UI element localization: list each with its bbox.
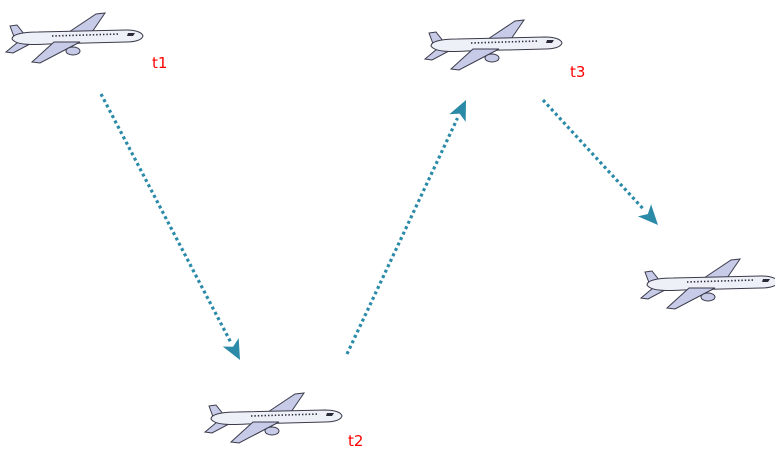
time-label-t2: t2 [348, 432, 364, 450]
path-arrow-t3-t4 [541, 98, 658, 225]
time-label-t3: t3 [570, 63, 586, 81]
time-label-t1: t1 [152, 54, 168, 72]
path-arrow-t2-t3 [345, 100, 466, 355]
airplane-icon-t1 [5, 12, 144, 64]
airplane-icon-t3 [424, 19, 563, 71]
path-arrow-t1-t2 [99, 93, 240, 360]
airplane-icon-t4 [640, 258, 775, 310]
airplane-icon-t2 [204, 392, 343, 444]
